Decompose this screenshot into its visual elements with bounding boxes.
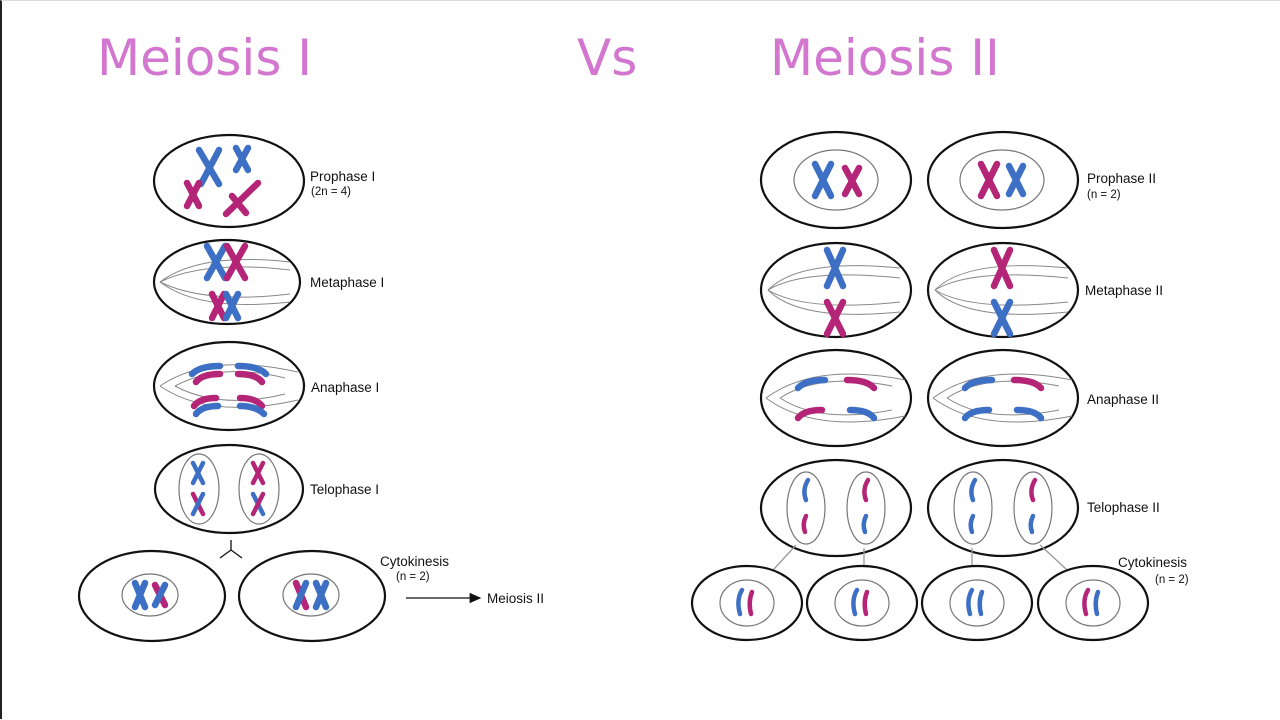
anaphase-one-cell: [152, 340, 306, 432]
versus-label: Vs: [577, 29, 638, 87]
meiosis-one-title: Meiosis I: [97, 29, 313, 87]
prophase-one-cell: [152, 133, 306, 229]
metaphase-one-label: Metaphase I: [310, 275, 384, 290]
metaphase-one-cell: [152, 238, 302, 326]
anaphase-two-cell-left: [759, 348, 913, 448]
cytokinesis-one-ploidy: (n = 2): [396, 571, 430, 583]
gamete-cell-3: [920, 564, 1034, 642]
gamete-cell-2: [805, 564, 919, 642]
telophase-two-label: Telophase II: [1087, 500, 1160, 515]
anaphase-two-cell-right: [926, 348, 1080, 448]
cytokinesis-one-label: Cytokinesis: [380, 554, 449, 569]
anaphase-one-label: Anaphase I: [311, 380, 379, 395]
telophase-two-cell-left: [759, 458, 913, 558]
meiosis-two-title: Meiosis II: [770, 29, 1000, 87]
prophase-one-ploidy: (2n = 4): [311, 186, 351, 198]
gamete-cell-1: [690, 564, 804, 642]
meiosis-two-arrow-label: Meiosis II: [487, 591, 544, 606]
telophase-two-cell-right: [926, 458, 1080, 558]
metaphase-two-cell-right: [926, 241, 1080, 339]
cytokinesis-one-cell-left: [77, 549, 227, 643]
prophase-two-cell-right: [926, 130, 1080, 230]
metaphase-two-cell-left: [759, 241, 913, 339]
cytokinesis-two-label: Cytokinesis: [1118, 555, 1187, 570]
anaphase-two-label: Anaphase II: [1087, 392, 1159, 407]
prophase-one-label: Prophase I: [310, 169, 375, 184]
cytokinesis-two-ploidy: (n = 2): [1155, 574, 1189, 586]
prophase-two-cell-left: [759, 130, 913, 230]
telophase-one-cell: [153, 443, 305, 535]
split-arrow: [219, 540, 243, 559]
gamete-cell-4: [1036, 564, 1150, 642]
prophase-two-label: Prophase II: [1087, 171, 1156, 186]
telophase-one-label: Telophase I: [310, 482, 379, 497]
cytokinesis-one-cell-right: [237, 549, 387, 643]
metaphase-two-label: Metaphase II: [1085, 283, 1163, 298]
prophase-two-ploidy: (n = 2): [1087, 189, 1121, 201]
